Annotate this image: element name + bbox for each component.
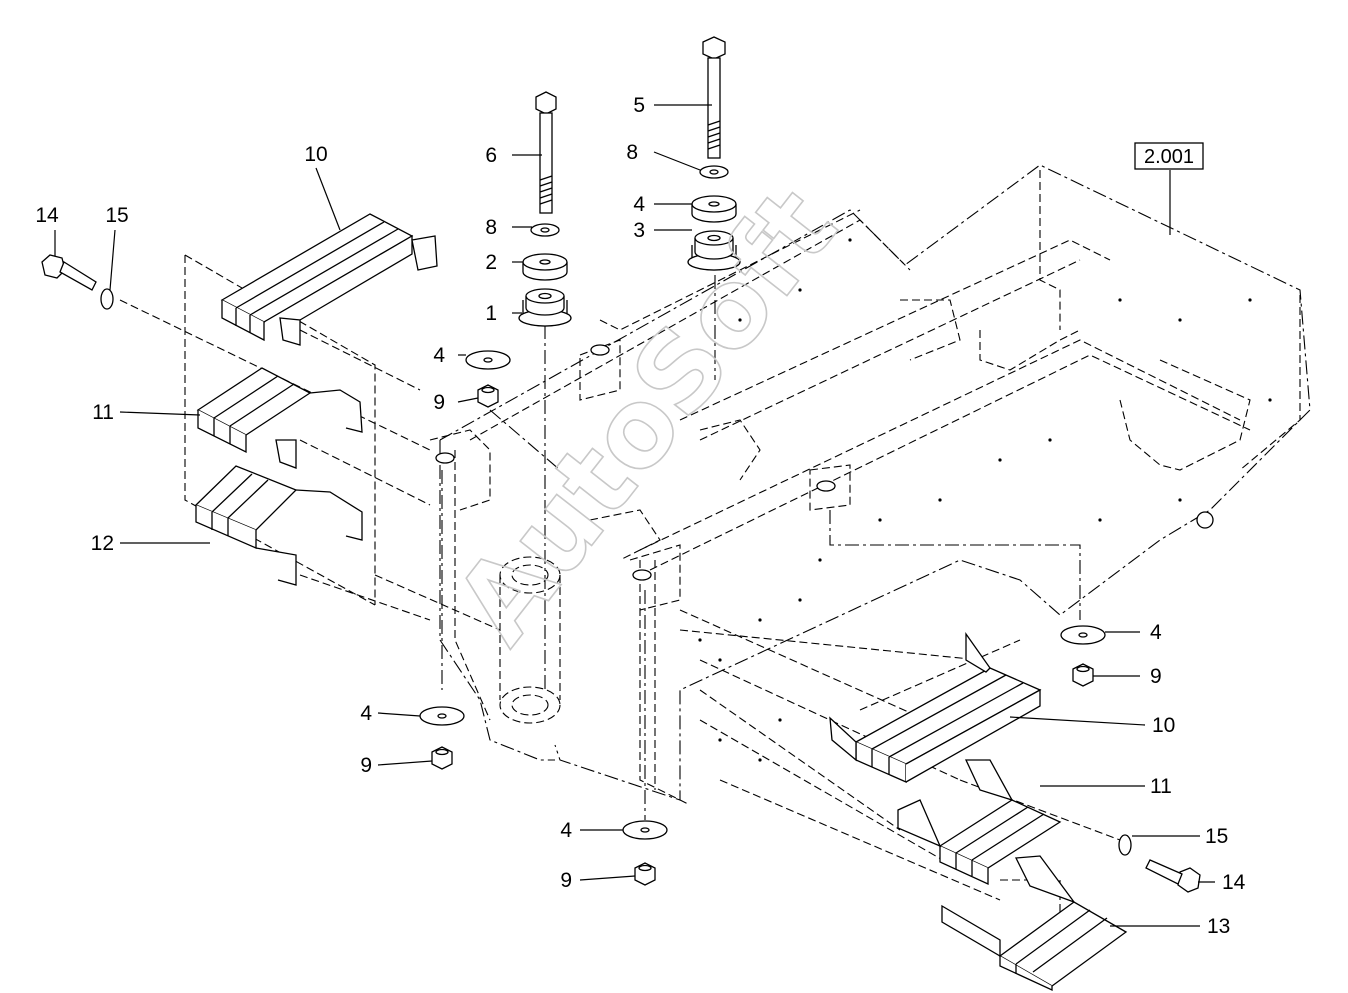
callout-labels: 6 8 2 1 4 9 5 8 4 3 10 14 15 11 12 4 9 4…	[35, 94, 1245, 938]
step-12-left	[194, 465, 363, 586]
callout-8-right: 8	[626, 141, 638, 164]
step-10-left	[220, 213, 438, 346]
callout-15-right: 15	[1205, 825, 1228, 848]
step-10-right	[829, 631, 1042, 783]
callout-9-left: 9	[360, 754, 372, 777]
reference-box	[1134, 142, 1204, 170]
callout-4-left: 4	[360, 702, 372, 725]
leader-lines	[54, 104, 1215, 927]
callout-4-right: 4	[1150, 621, 1162, 644]
bolt-14-left	[41, 254, 97, 291]
nuts	[431, 384, 1094, 886]
reference-box-label: 2.001	[1144, 146, 1194, 168]
rubber-mount-3	[687, 230, 741, 271]
callout-4-top: 4	[433, 344, 445, 367]
rubber-mount-1	[518, 288, 572, 327]
callout-4-right-top: 4	[633, 193, 645, 216]
callout-9-left-top: 9	[433, 391, 445, 414]
callout-5: 5	[633, 94, 645, 117]
callout-12: 12	[91, 532, 114, 555]
long-bolt-5	[702, 36, 726, 159]
callout-4-bottom: 4	[560, 819, 572, 842]
callout-1: 1	[485, 302, 497, 325]
bolt-14-right	[1145, 859, 1201, 893]
callout-2: 2	[485, 251, 497, 274]
step-13-right	[941, 855, 1128, 992]
callout-9-right: 9	[1150, 665, 1162, 688]
callout-11-right: 11	[1150, 775, 1172, 798]
callout-13: 13	[1207, 915, 1230, 938]
callout-9-bottom: 9	[560, 869, 572, 892]
callout-10-right: 10	[1152, 714, 1175, 737]
callout-8-left: 8	[485, 216, 497, 239]
callout-15-left: 15	[105, 204, 128, 227]
step-11-right	[897, 759, 1062, 886]
callout-3: 3	[633, 219, 645, 242]
callout-6: 6	[485, 144, 497, 167]
long-bolt-6	[535, 91, 557, 214]
callout-10-left: 10	[304, 143, 327, 166]
callout-14-left: 14	[35, 204, 59, 227]
washers	[100, 165, 1132, 856]
callout-14-right: 14	[1222, 871, 1246, 894]
rubber-mount-2	[522, 253, 568, 281]
chassis-frame	[429, 164, 1311, 806]
step-11-left	[196, 367, 363, 469]
callout-11-left: 11	[92, 401, 114, 424]
